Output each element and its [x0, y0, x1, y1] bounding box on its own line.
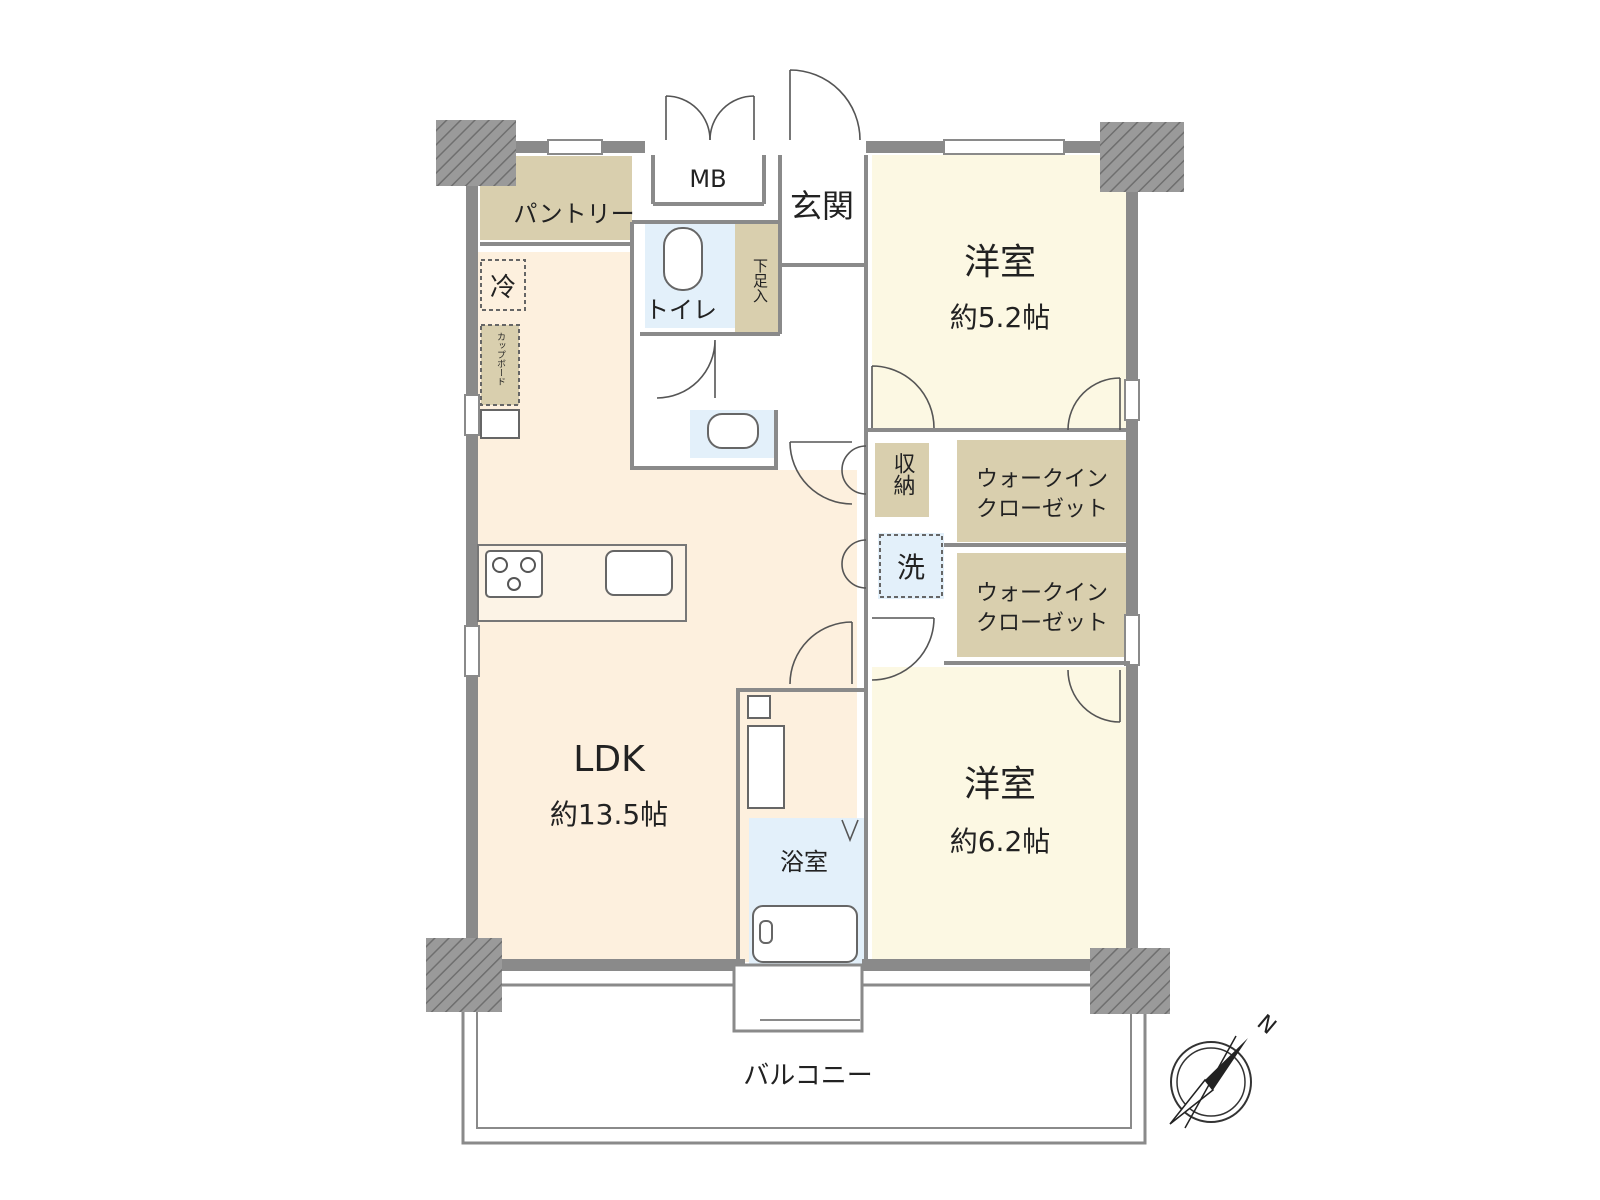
- column-north-east: [1100, 122, 1184, 192]
- western-room-south: [872, 667, 1128, 963]
- pantry-box: [516, 156, 632, 240]
- compass-north-arrow-icon: [1169, 1035, 1252, 1129]
- bathtub: [752, 905, 858, 963]
- genkan-label: 玄関: [790, 187, 854, 225]
- stove-burner-icon: [492, 557, 508, 573]
- toilet-label: トイレ: [645, 296, 717, 324]
- laundry-space-outline: [879, 534, 943, 598]
- laundry-label: 洗: [897, 551, 925, 584]
- storage-door: [841, 445, 867, 495]
- wic-south-door: [1067, 669, 1121, 723]
- cupboard-outline: [480, 324, 520, 406]
- western-south-size-label: 約6.2帖: [950, 825, 1051, 858]
- pantry-side-box: [480, 186, 518, 240]
- pantry-label: パントリー: [513, 200, 634, 228]
- storage-box: [875, 443, 929, 517]
- ldk-size-label: 約13.5帖: [550, 798, 668, 831]
- toilet-fixture: [663, 227, 703, 291]
- laundry-door: [841, 539, 867, 589]
- mb-door-right: [709, 95, 755, 141]
- window-west-2: [464, 625, 480, 677]
- wall-bath-block: [736, 688, 866, 965]
- mb-box: [655, 156, 762, 202]
- wic-south-box: [957, 553, 1128, 657]
- storage-label: 収納: [890, 452, 916, 496]
- ldk-label: LDK: [573, 739, 646, 780]
- stove-icon: [485, 550, 543, 598]
- wic-south-label-line2: クローゼット: [976, 611, 1108, 636]
- window-east-1: [1124, 379, 1140, 421]
- fridge-space: [480, 259, 526, 311]
- balcony-label: バルコニー: [743, 1061, 872, 1091]
- wic-south-label-line1: ウォークイン: [976, 581, 1108, 606]
- south-room-door: [871, 617, 935, 681]
- mb-label: MB: [689, 165, 726, 193]
- wic-north-box: [957, 440, 1128, 542]
- window-east-2: [1124, 614, 1140, 666]
- column-south-east: [1090, 948, 1170, 1014]
- mb-door-left: [665, 95, 711, 141]
- window-north-west: [547, 139, 603, 155]
- western-south-label: 洋室: [964, 764, 1036, 805]
- column-south-west: [426, 938, 502, 1012]
- wall-toilet-block: [630, 222, 778, 470]
- wic-north-label-line1: ウォークイン: [976, 467, 1108, 492]
- wic-north-door: [1067, 377, 1121, 431]
- washroom-cabinet: [747, 695, 771, 719]
- ldk-door: [789, 441, 853, 505]
- bath-drain-icon: [759, 920, 773, 944]
- washroom-door: [789, 621, 853, 685]
- wash-basin: [707, 413, 759, 449]
- washroom-shelf: [747, 725, 785, 809]
- compass-north-label: N: [1252, 1010, 1281, 1040]
- window-west-1: [464, 394, 480, 436]
- genkan-area: [780, 155, 870, 265]
- kitchen-sink: [605, 550, 673, 596]
- shoe-storage-label: 下足入: [751, 258, 769, 303]
- western-north-size-label: 約5.2帖: [950, 301, 1051, 334]
- western-north-label: 洋室: [964, 242, 1036, 283]
- toilet-door: [656, 339, 716, 399]
- cupboard-label: カップボード: [495, 332, 506, 386]
- balcony-door-window: [732, 963, 864, 1033]
- stove-burner-icon: [520, 557, 536, 573]
- bath-door-mark: [841, 819, 859, 843]
- ldk-counter-small: [480, 409, 520, 439]
- fridge-label: 冷: [490, 273, 516, 303]
- shoe-storage-box: [735, 222, 780, 334]
- window-north-east: [943, 139, 1065, 155]
- bath-label: 浴室: [780, 848, 828, 876]
- laundry-space: [878, 533, 944, 599]
- stove-burner-icon: [507, 577, 521, 591]
- north-room-door: [871, 365, 935, 429]
- column-north-west: [436, 120, 516, 186]
- cupboard-box: [481, 325, 519, 405]
- front-door: [789, 69, 861, 141]
- wic-north-label-line2: クローゼット: [976, 497, 1108, 522]
